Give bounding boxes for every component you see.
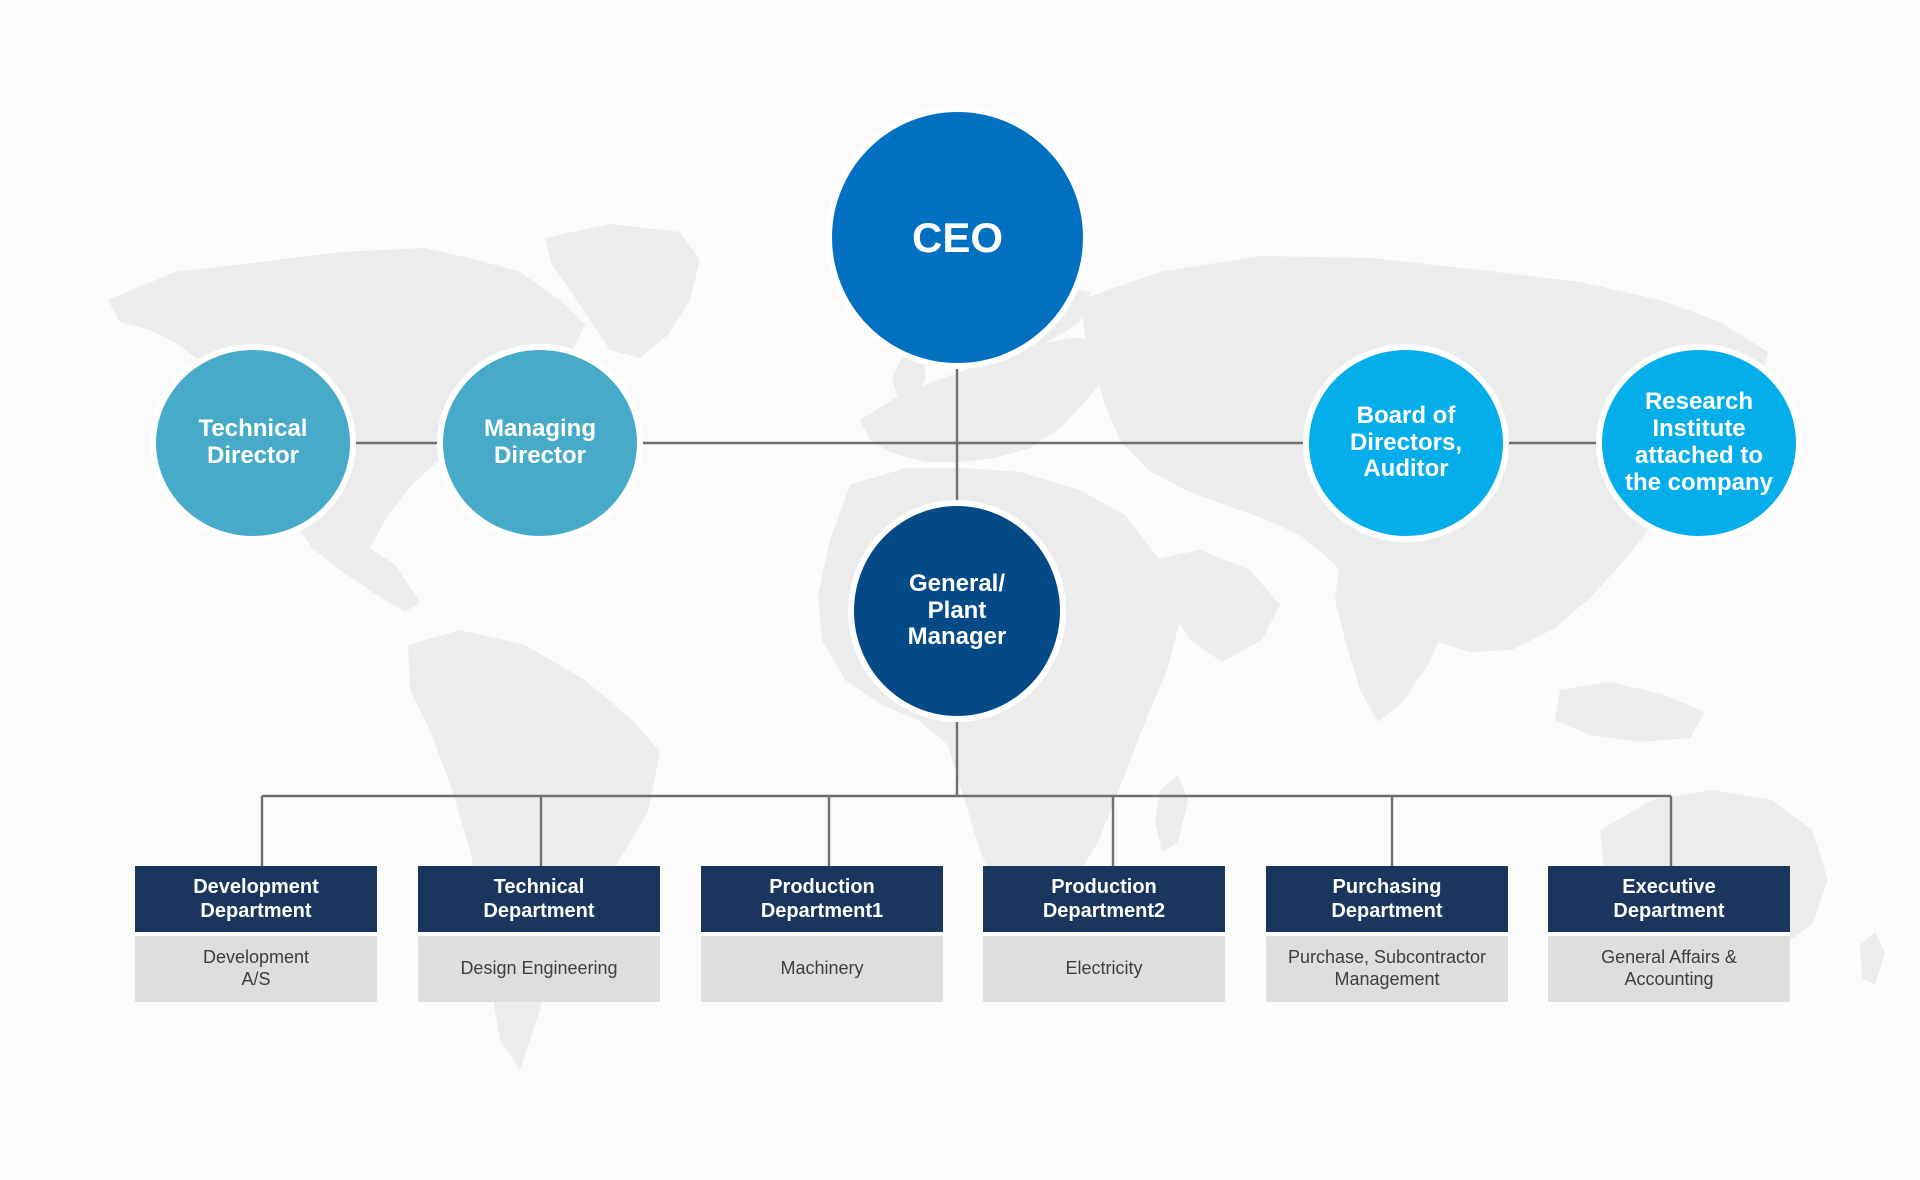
- managing-director-label: Managing Director: [484, 415, 596, 469]
- technical-director-node: Technical Director: [150, 344, 356, 542]
- department-purchasing: Purchasing Department Purchase, Subcontr…: [1266, 866, 1508, 1002]
- research-institute-node: Research Institute attached to the compa…: [1596, 344, 1802, 542]
- department-development: Development Department Development A/S: [135, 866, 377, 1002]
- department-name: Production Department2: [983, 866, 1225, 932]
- department-function: Purchase, Subcontractor Management: [1266, 936, 1508, 1002]
- department-function: Design Engineering: [418, 936, 660, 1002]
- managing-director-node: Managing Director: [437, 344, 643, 542]
- department-function: Electricity: [983, 936, 1225, 1002]
- board-of-directors-label: Board of Directors, Auditor: [1349, 401, 1463, 483]
- map-madagascar: [1155, 775, 1188, 852]
- department-production-2: Production Department2 Electricity: [983, 866, 1225, 1002]
- department-production-1: Production Department1 Machinery: [701, 866, 943, 1002]
- plant-manager-label: General/ Plant Manager: [907, 569, 1007, 651]
- department-name: Technical Department: [418, 866, 660, 932]
- plant-manager-node: General/ Plant Manager: [848, 500, 1066, 722]
- ceo-label: CEO: [911, 213, 1003, 261]
- map-southeast-asia: [1555, 682, 1705, 742]
- department-technical: Technical Department Design Engineering: [418, 866, 660, 1002]
- map-south-america: [408, 630, 660, 1070]
- department-name: Purchasing Department: [1266, 866, 1508, 932]
- research-institute-label: Research Institute attached to the compa…: [1624, 388, 1774, 496]
- map-europe: [860, 338, 1120, 462]
- technical-director-label: Technical Director: [198, 415, 308, 469]
- map-greenland: [545, 224, 700, 358]
- map-india: [1335, 558, 1448, 722]
- department-executive: Executive Department General Affairs & A…: [1548, 866, 1790, 1002]
- department-function: Machinery: [701, 936, 943, 1002]
- department-name: Development Department: [135, 866, 377, 932]
- map-new-zealand: [1860, 932, 1885, 985]
- board-of-directors-node: Board of Directors, Auditor: [1303, 344, 1509, 542]
- department-name: Executive Department: [1548, 866, 1790, 932]
- ceo-node: CEO: [826, 106, 1089, 369]
- department-name: Production Department1: [701, 866, 943, 932]
- department-function: General Affairs & Accounting: [1548, 936, 1790, 1002]
- department-function: Development A/S: [135, 936, 377, 1002]
- map-arabia: [1150, 550, 1280, 662]
